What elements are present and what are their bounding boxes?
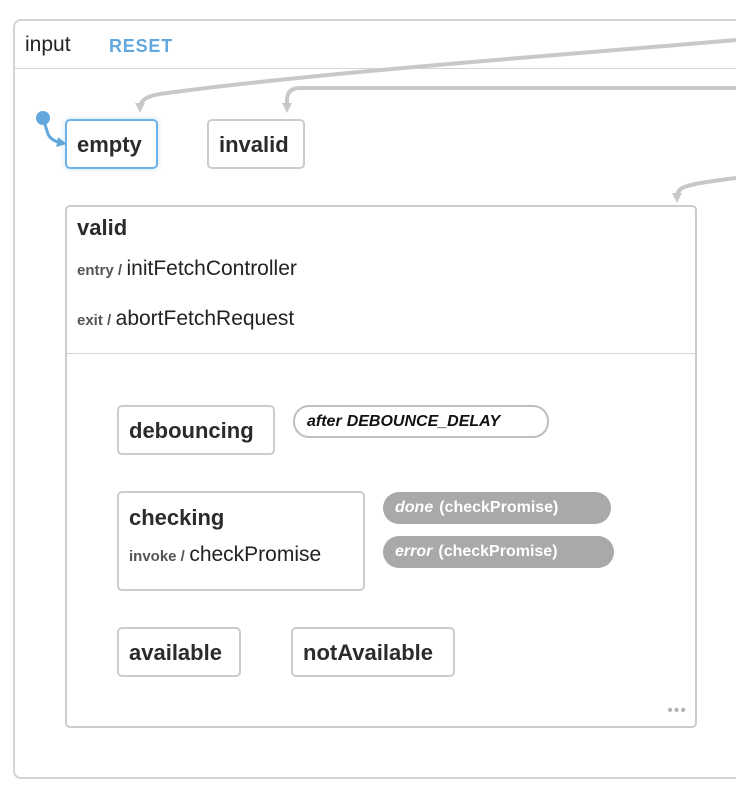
entry-action: entry / initFetchController [77, 257, 297, 281]
entry-action-name: initFetchController [126, 257, 297, 280]
entry-label: entry / [77, 262, 123, 279]
state-empty-label: empty [77, 132, 142, 157]
state-valid-title: valid [77, 215, 128, 240]
invoke-label: invoke / [129, 548, 185, 565]
state-notavailable[interactable]: notAvailable [291, 627, 455, 677]
invoke-action-name: checkPromise [189, 543, 322, 566]
exit-action: exit / abortFetchRequest [77, 307, 294, 331]
reset-button[interactable]: RESET [109, 36, 174, 56]
exit-action-name: abortFetchRequest [115, 307, 295, 330]
event-done-name: (checkPromise) [439, 499, 559, 516]
state-debouncing-label: debouncing [129, 418, 254, 443]
state-checking-label: checking [129, 505, 225, 530]
more-options-icon[interactable]: ••• [667, 702, 687, 719]
event-after-keyword: after [307, 412, 342, 430]
event-done-checkpromise[interactable]: done (checkPromise) [383, 492, 611, 524]
state-invalid-label: invalid [219, 132, 289, 157]
event-error-checkpromise[interactable]: error (checkPromise) [383, 536, 614, 568]
valid-divider [67, 353, 695, 354]
state-notavailable-label: notAvailable [303, 640, 433, 665]
state-available[interactable]: available [117, 627, 241, 677]
event-error-name: (checkPromise) [438, 543, 558, 560]
event-error-keyword: error [395, 543, 433, 560]
state-available-label: available [129, 640, 222, 665]
machine-title: input [25, 33, 71, 56]
machine-header: input RESET [15, 21, 736, 69]
invoke-action: invoke / checkPromise [129, 543, 321, 567]
event-after-name: DEBOUNCE_DELAY [346, 412, 501, 430]
exit-label: exit / [77, 312, 112, 329]
state-debouncing[interactable]: debouncing [117, 405, 275, 455]
state-empty[interactable]: empty [65, 119, 158, 169]
state-checking[interactable]: checking invoke / checkPromise [117, 491, 365, 591]
state-invalid[interactable]: invalid [207, 119, 305, 169]
event-done-keyword: done [395, 499, 434, 516]
